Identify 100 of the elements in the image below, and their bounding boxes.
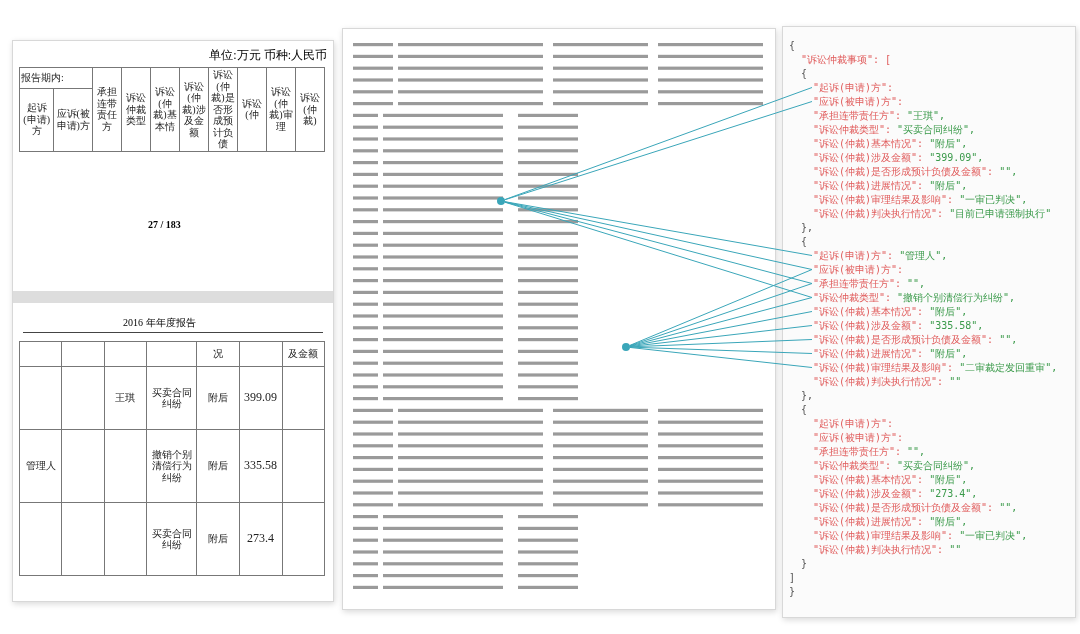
json-key: "诉讼(仲裁)涉及金额": xyxy=(813,320,924,331)
json-value: "二审裁定发回重审", xyxy=(958,362,1058,373)
table-cell: 及金额 xyxy=(282,341,325,367)
connector-line xyxy=(504,201,813,256)
json-value: "目前已申请强制执行" xyxy=(948,208,1052,219)
table-cell: 诉讼(仲裁) xyxy=(295,67,325,151)
json-key: "诉讼仲裁类型": xyxy=(813,124,892,135)
json-bracket: { xyxy=(801,67,808,80)
json-value: "王琪", xyxy=(906,110,946,121)
json-value: "附后", xyxy=(928,306,968,317)
json-value: "335.58", xyxy=(928,320,984,331)
json-value: "买卖合同纠纷", xyxy=(896,124,976,135)
table-cell: 诉讼(仲裁)是否形成预计负债 xyxy=(208,67,238,151)
table-cell: 买卖合同纠纷 xyxy=(146,502,197,576)
table-cell: 王琪 xyxy=(104,366,147,430)
json-key: "诉讼(仲裁)判决执行情况": xyxy=(813,376,944,387)
json-value: "买卖合同纠纷", xyxy=(896,460,976,471)
json-key: "承担连带责任方": xyxy=(813,278,902,289)
table-cell: 买卖合同纠纷 xyxy=(146,366,197,430)
json-key: "起诉(申请)方": xyxy=(813,82,894,93)
table-cell: 附后 xyxy=(196,429,240,503)
json-key: "诉讼(仲裁)进展情况": xyxy=(813,348,924,359)
table-cell: 管理人 xyxy=(19,429,62,503)
json-key: "承担连带责任方": xyxy=(813,446,902,457)
json-value: "399.09", xyxy=(928,152,984,163)
json-key: "承担连带责任方": xyxy=(813,110,902,121)
json-bracket: }, xyxy=(801,221,814,234)
json-value: "撤销个别清偿行为纠纷", xyxy=(896,292,1016,303)
json-key: "诉讼(仲裁)判决执行情况": xyxy=(813,208,944,219)
json-key: "起诉(申请)方": xyxy=(813,250,894,261)
json-key: "诉讼(仲裁)审理结果及影响": xyxy=(813,194,954,205)
json-value: "", xyxy=(998,166,1018,177)
json-key: "诉讼(仲裁)进展情况": xyxy=(813,180,924,191)
json-value: "附后", xyxy=(928,474,968,485)
json-key: "诉讼(仲裁)是否形成预计负债及金额": xyxy=(813,502,994,513)
json-key: "诉讼(仲裁)基本情况": xyxy=(813,474,924,485)
json-key: "诉讼(仲裁)审理结果及影响": xyxy=(813,530,954,541)
table-cell: 273.4 xyxy=(239,502,283,576)
table-cell: 况 xyxy=(196,341,240,367)
json-bracket: } xyxy=(801,557,808,570)
json-key: "诉讼(仲裁)基本情况": xyxy=(813,138,924,149)
json-bracket: }, xyxy=(801,389,814,402)
json-key: "诉讼(仲裁)基本情况": xyxy=(813,306,924,317)
json-key: "诉讼(仲裁)进展情况": xyxy=(813,516,924,527)
json-bracket: { xyxy=(801,235,808,248)
highlight-dot xyxy=(622,343,630,351)
connector-line xyxy=(629,346,813,368)
json-key: "诉讼(仲裁)判决执行情况": xyxy=(813,544,944,555)
json-value: "附后", xyxy=(928,180,968,191)
json-key: "诉讼(仲裁)涉及金额": xyxy=(813,488,924,499)
page-header: 2016 年年度报告 xyxy=(123,316,196,330)
json-value: "附后", xyxy=(928,348,968,359)
table-cell: 承担连带责任方 xyxy=(92,67,122,151)
json-key: "诉讼仲裁事项": [ xyxy=(801,53,892,66)
json-key: "应诉(被申请)方": xyxy=(813,264,904,275)
json-bracket: { xyxy=(789,39,796,52)
json-key: "诉讼(仲裁)审理结果及影响": xyxy=(813,362,954,373)
json-value: "" xyxy=(948,376,962,387)
json-value: "273.4", xyxy=(928,488,978,499)
json-key: "起诉(申请)方": xyxy=(813,417,894,430)
connector-line xyxy=(629,269,813,346)
json-value: "一审已判决", xyxy=(958,530,1028,541)
connector-line xyxy=(629,283,813,347)
json-value: "管理人", xyxy=(898,250,948,261)
json-key: "诉讼仲裁类型": xyxy=(813,460,892,471)
json-value: "一审已判决", xyxy=(958,194,1028,205)
json-bracket: { xyxy=(801,403,808,416)
table-cell: 诉讼(仲 xyxy=(237,67,267,151)
json-key: "诉讼仲裁类型": xyxy=(813,292,892,303)
json-value: "附后", xyxy=(928,138,968,149)
table-cell: 附后 xyxy=(196,366,240,430)
page-number: 27 / 183 xyxy=(148,219,181,230)
json-key: "应诉(被申请)方": xyxy=(813,431,904,444)
json-value: "", xyxy=(906,278,926,289)
json-key: "诉讼(仲裁)是否形成预计负债及金额": xyxy=(813,334,994,345)
table-cell: 报告期内: xyxy=(19,67,93,88)
connector-line xyxy=(504,201,813,270)
json-key: "诉讼(仲裁)是否形成预计负债及金额": xyxy=(813,166,994,177)
table-cell: 399.09 xyxy=(239,366,283,430)
unit-note: 单位:万元 币种:人民币 xyxy=(209,47,327,64)
json-bracket: ] xyxy=(789,571,796,584)
table-cell: 诉讼(仲裁)基本情 xyxy=(150,67,180,151)
json-value: "附后", xyxy=(928,516,968,527)
json-bracket: } xyxy=(789,585,796,598)
json-value: "", xyxy=(998,502,1018,513)
connector-line xyxy=(629,339,813,348)
json-value: "", xyxy=(906,446,926,457)
table-cell: 诉讼仲裁类型 xyxy=(121,67,151,151)
json-key: "应诉(被申请)方": xyxy=(813,96,904,107)
table-cell: 起诉(申请)方 xyxy=(19,88,54,151)
table-cell: 335.58 xyxy=(239,429,283,503)
table-cell: 附后 xyxy=(196,502,240,576)
connector-line xyxy=(629,311,813,347)
json-value: "", xyxy=(998,334,1018,345)
table-cell: 撤销个别清偿行为纠纷 xyxy=(146,429,197,503)
table-cell: 诉讼(仲裁)审理 xyxy=(266,67,296,151)
json-key: "诉讼(仲裁)涉及金额": xyxy=(813,152,924,163)
highlight-dot xyxy=(497,197,505,205)
json-value: "" xyxy=(948,544,962,555)
table-cell: 诉讼(仲裁)涉及金额 xyxy=(179,67,209,151)
